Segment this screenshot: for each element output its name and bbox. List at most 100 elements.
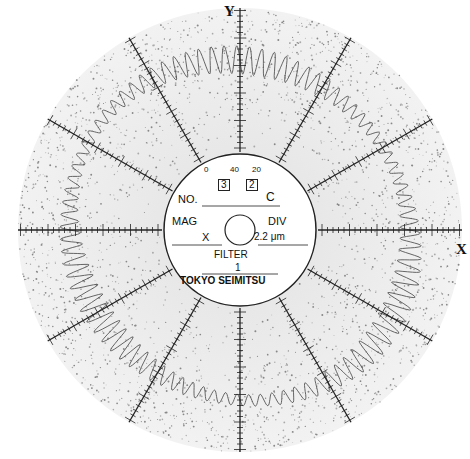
speckle-dot (103, 332, 105, 334)
speckle-dot (80, 288, 81, 289)
speckle-dot (136, 369, 138, 371)
speckle-dot (170, 28, 171, 29)
speckle-dot (312, 410, 314, 412)
speckle-dot (396, 167, 398, 169)
speckle-dot (364, 393, 365, 394)
speckle-dot (186, 435, 187, 436)
speckle-dot (218, 78, 220, 80)
speckle-dot (435, 333, 437, 335)
speckle-dot (316, 53, 317, 54)
speckle-dot (128, 50, 129, 51)
speckle-dot (198, 379, 200, 381)
speckle-dot (415, 301, 417, 303)
speckle-dot (111, 234, 113, 236)
speckle-dot (137, 353, 139, 355)
speckle-dot (158, 68, 159, 69)
speckle-dot (84, 97, 86, 99)
speckle-dot (147, 130, 149, 132)
speckle-dot (275, 419, 277, 421)
speckle-dot (406, 125, 408, 127)
speckle-dot (442, 221, 444, 223)
speckle-dot (377, 260, 378, 261)
speckle-dot (157, 394, 159, 396)
speckle-dot (312, 149, 314, 151)
speckle-dot (408, 203, 409, 204)
speckle-dot (347, 170, 349, 172)
speckle-dot (100, 367, 101, 368)
speckle-dot (387, 172, 388, 173)
speckle-dot (268, 115, 270, 117)
speckle-dot (22, 204, 24, 206)
speckle-dot (330, 51, 331, 52)
speckle-dot (342, 84, 343, 85)
speckle-dot (299, 413, 300, 414)
speckle-dot (226, 336, 228, 338)
speckle-dot (211, 428, 212, 429)
speckle-dot (343, 149, 345, 151)
speckle-dot (306, 354, 308, 356)
speckle-dot (249, 406, 251, 408)
speckle-dot (241, 62, 243, 64)
speckle-dot (263, 45, 265, 47)
speckle-dot (257, 414, 258, 415)
speckle-dot (325, 47, 326, 48)
speckle-dot (192, 55, 193, 56)
speckle-dot (92, 265, 94, 267)
speckle-dot (320, 421, 321, 422)
speckle-dot (183, 85, 185, 87)
speckle-dot (148, 417, 149, 418)
speckle-dot (258, 113, 259, 114)
speckle-dot (116, 127, 117, 128)
speckle-dot (391, 320, 392, 321)
speckle-dot (69, 88, 71, 90)
speckle-dot (342, 364, 344, 366)
speckle-dot (129, 186, 131, 188)
speckle-dot (113, 331, 115, 333)
speckle-dot (384, 237, 386, 239)
speckle-dot (318, 195, 320, 197)
speckle-dot (55, 154, 57, 156)
speckle-dot (136, 367, 138, 369)
speckle-dot (358, 224, 360, 226)
speckle-dot (164, 28, 165, 29)
speckle-dot (88, 119, 90, 121)
speckle-dot (340, 197, 342, 199)
speckle-dot (118, 283, 120, 285)
speckle-dot (89, 346, 91, 348)
speckle-dot (194, 50, 196, 52)
speckle-dot (301, 399, 302, 400)
speckle-dot (88, 270, 89, 271)
speckle-dot (164, 347, 165, 348)
speckle-dot (168, 23, 169, 24)
speckle-dot (150, 337, 152, 339)
speckle-dot (329, 110, 331, 112)
speckle-dot (142, 269, 144, 271)
speckle-dot (338, 204, 340, 206)
speckle-dot (426, 151, 427, 152)
speckle-dot (304, 111, 306, 113)
speckle-dot (294, 19, 296, 21)
speckle-dot (372, 329, 373, 330)
speckle-dot (424, 246, 426, 248)
speckle-dot (292, 52, 293, 53)
speckle-dot (295, 44, 297, 46)
speckle-dot (319, 122, 321, 124)
speckle-dot (250, 75, 252, 77)
speckle-dot (139, 386, 141, 388)
speckle-dot (117, 199, 118, 200)
speckle-dot (357, 202, 359, 204)
speckle-dot (327, 41, 329, 43)
speckle-dot (421, 251, 422, 252)
speckle-dot (179, 378, 181, 380)
speckle-dot (92, 385, 93, 386)
speckle-dot (365, 324, 367, 326)
speckle-dot (46, 273, 48, 275)
speckle-dot (141, 274, 142, 275)
speckle-dot (88, 177, 90, 179)
speckle-dot (377, 120, 379, 122)
speckle-dot (371, 217, 372, 218)
speckle-dot (137, 381, 139, 383)
speckle-dot (418, 125, 420, 127)
speckle-dot (35, 278, 37, 280)
speckle-dot (281, 112, 283, 114)
